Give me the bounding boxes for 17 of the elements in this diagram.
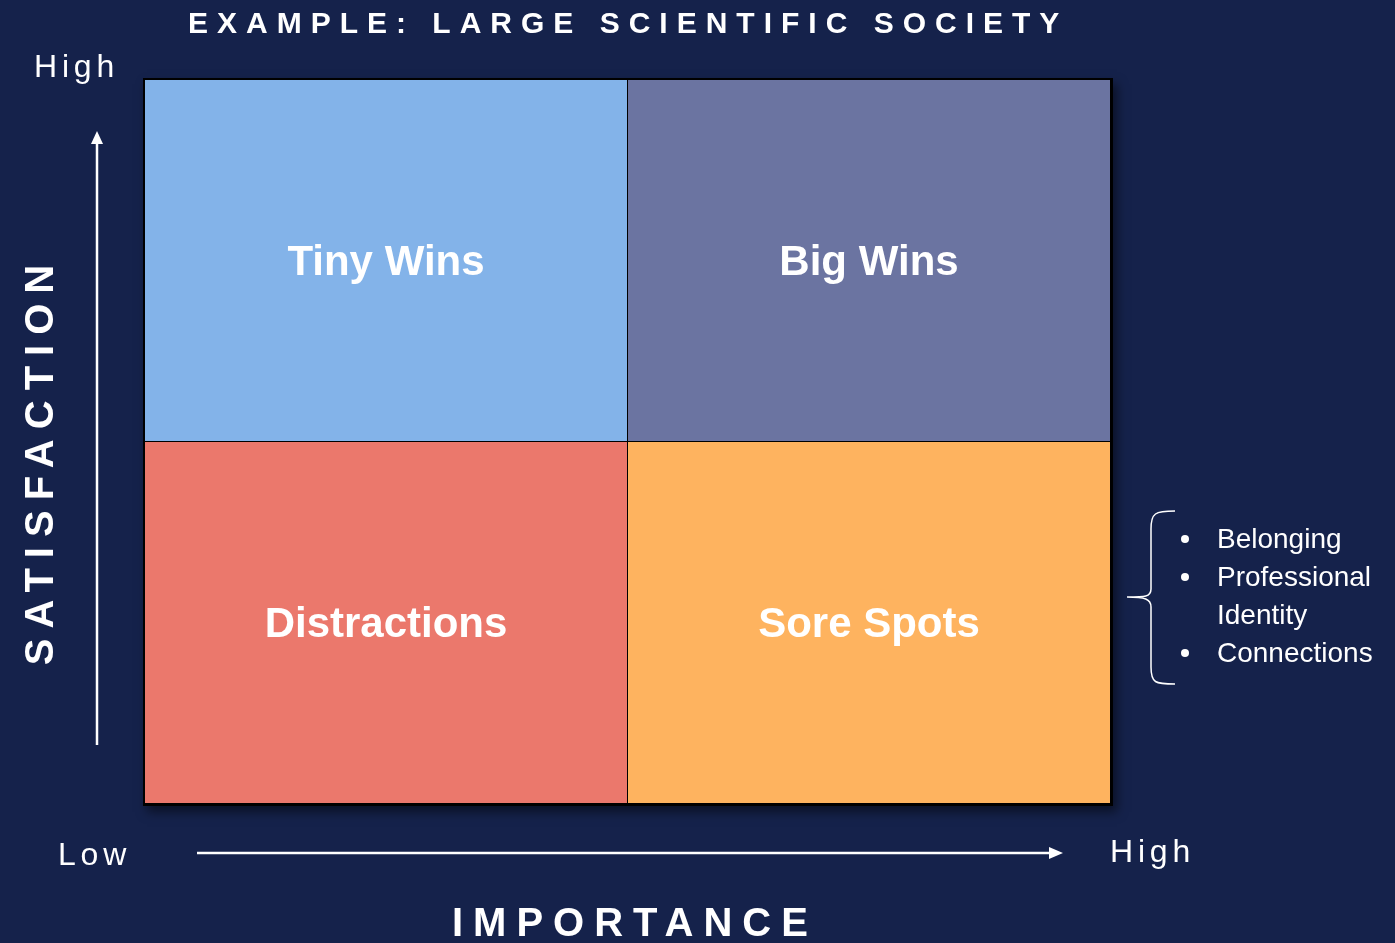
axis-label: High (1110, 832, 1195, 871)
axis-label: Low (58, 835, 132, 874)
axis-label: High (34, 47, 119, 86)
quadrant-box (628, 80, 1110, 441)
axis-title: IMPORTANCE (452, 899, 818, 943)
quadrant-label: Tiny Wins (287, 236, 485, 286)
quadrant-label: Distractions (264, 598, 508, 648)
axis-title: SATISFACTION (17, 254, 61, 666)
quadrant-label: Big Wins (779, 236, 959, 286)
quadrant-box (145, 80, 627, 441)
diagram-title: EXAMPLE: LARGE SCIENTIFIC SOCIETY (188, 5, 1069, 41)
bullet-item: Connections (1178, 634, 1393, 672)
quadrant-label: Sore Spots (758, 598, 980, 648)
quadrant-box (628, 442, 1110, 803)
bullet-item: Belonging (1178, 520, 1393, 558)
quadrant-box (145, 442, 627, 803)
bullet-item: Professional Identity (1178, 558, 1393, 634)
